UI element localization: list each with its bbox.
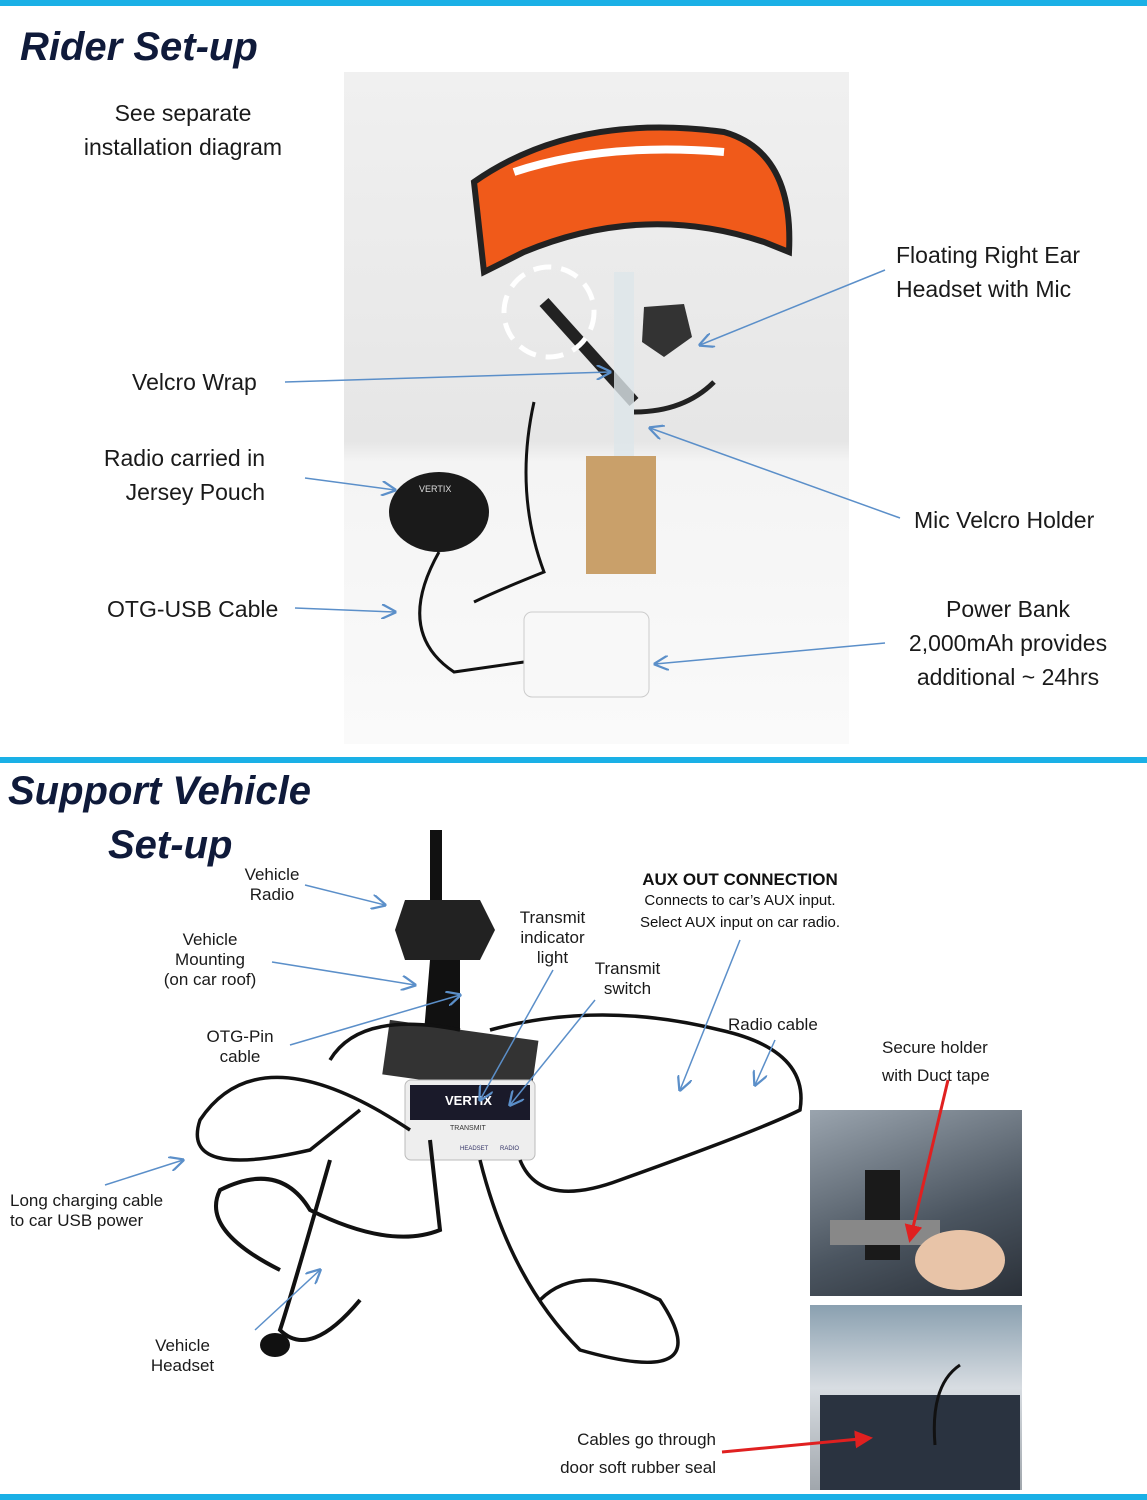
tape-strip [830, 1220, 940, 1245]
label-line: indicator [520, 928, 585, 947]
antenna [430, 830, 442, 900]
box-radio-text: RADIO [500, 1146, 519, 1152]
label-line: (on car roof) [163, 970, 257, 989]
label-line: Jersey Pouch [125, 479, 265, 505]
car-window [820, 1395, 1020, 1490]
label-vehicle-radio: Vehicle Radio [232, 865, 312, 905]
label-mic-holder: Mic Velcro Holder [914, 507, 1095, 533]
box-brand-text: VERTIX [445, 1093, 492, 1108]
headset [214, 1139, 443, 1342]
label-line: Headset with Mic [896, 276, 1072, 302]
label-line: Radio [249, 885, 295, 904]
aux-title: AUX OUT CONNECTION [642, 870, 838, 889]
wooden-base [586, 456, 656, 574]
label-line: switch [603, 979, 652, 998]
label-line: Vehicle [244, 865, 300, 884]
radio-pouch [389, 472, 489, 552]
aux-desc-line: Select AUX input on car radio. [639, 914, 841, 931]
headset-mic [260, 1333, 290, 1357]
label-velcro-wrap: Velcro Wrap [132, 369, 257, 395]
label-floating-ear: Floating Right Ear Headset with Mic [896, 238, 1080, 306]
velcro-circle [501, 264, 597, 360]
cables [195, 1013, 803, 1364]
vehicle-kit-illustration: VERTIX TRANSMIT HEADSET RADIO [195, 830, 803, 1364]
section-divider [0, 757, 1147, 763]
label-line: Vehicle [155, 1336, 210, 1355]
helmet-photo: VERTIX [344, 72, 849, 744]
radio-brand-text: VERTIX [419, 484, 451, 494]
label-line: Transmit [594, 959, 661, 978]
cable [418, 551, 525, 674]
label-vehicle-headset: Vehicle Headset [140, 1336, 225, 1376]
label-transmit-switch: Transmit switch [580, 959, 675, 999]
mic-boom [633, 380, 716, 415]
label-line: light [536, 948, 569, 967]
rider-title: Rider Set-up [20, 25, 258, 69]
label-line: 2,000mAh provides [908, 630, 1108, 656]
label-power-bank: Power Bank 2,000mAh provides additional … [890, 592, 1126, 694]
label-line: Cables go through [577, 1430, 716, 1449]
label-cables-door: Cables go through door soft rubber seal [500, 1426, 716, 1482]
label-line: Floating Right Ear [896, 242, 1081, 268]
cable-2 [473, 401, 546, 604]
label-long-cable: Long charging cable to car USB power [10, 1191, 163, 1231]
label-line: installation diagram [83, 134, 283, 160]
vehicle-radio [395, 900, 495, 960]
power-bank [523, 611, 650, 698]
label-line: Long charging cable [10, 1191, 164, 1210]
label-line: OTG-Pin [206, 1027, 274, 1046]
label-line: to car USB power [10, 1211, 144, 1230]
label-line: Power Bank [945, 596, 1070, 622]
label-line: cable [219, 1047, 261, 1066]
label-line: See separate [114, 100, 252, 126]
label-transmit-light: Transmit indicator light [505, 908, 600, 968]
mounted-radio [865, 1170, 900, 1260]
hand [915, 1230, 1005, 1290]
aux-desc-line: Connects to car’s AUX input. [644, 892, 836, 909]
label-line: door soft rubber seal [560, 1458, 716, 1477]
label-line: Transmit [519, 908, 586, 927]
label-radio-pouch: Radio carried in Jersey Pouch [60, 441, 265, 509]
label-otg-usb: OTG-USB Cable [107, 596, 279, 622]
label-line: Secure holder [882, 1038, 988, 1057]
door-seal-photo [810, 1305, 1022, 1490]
duct-tape-photo [810, 1110, 1022, 1296]
cable-over-door [932, 1363, 961, 1446]
label-radio-cable: Radio cable [728, 1015, 818, 1034]
helmet-illustration: VERTIX [389, 124, 793, 698]
box-transmit-text: TRANSMIT [450, 1125, 487, 1132]
label-secure-holder: Secure holder with Duct tape [882, 1034, 990, 1090]
ear-headset [642, 304, 692, 357]
box-headset-text: HEADSET [460, 1146, 489, 1152]
label-aux-out: AUX OUT CONNECTION Connects to car’s AUX… [615, 870, 865, 934]
top-accent-bar [0, 0, 1147, 6]
label-line: Mounting [175, 950, 245, 969]
vehicle-title-line1: Support Vehicle [8, 769, 312, 813]
label-line: Vehicle [182, 930, 238, 949]
vehicle-title-line2: Set-up [108, 823, 233, 867]
label-line: Headset [150, 1356, 215, 1375]
label-vehicle-mounting: Vehicle Mounting (on car roof) [150, 930, 270, 990]
bottom-accent-bar [0, 1494, 1147, 1500]
label-line: Radio carried in [103, 445, 265, 471]
label-line: with Duct tape [882, 1066, 990, 1085]
label-line: additional ~ 24hrs [916, 664, 1100, 690]
label-otg-pin: OTG-Pin cable [195, 1027, 285, 1067]
label-see-separate: See separate installation diagram [60, 96, 306, 164]
